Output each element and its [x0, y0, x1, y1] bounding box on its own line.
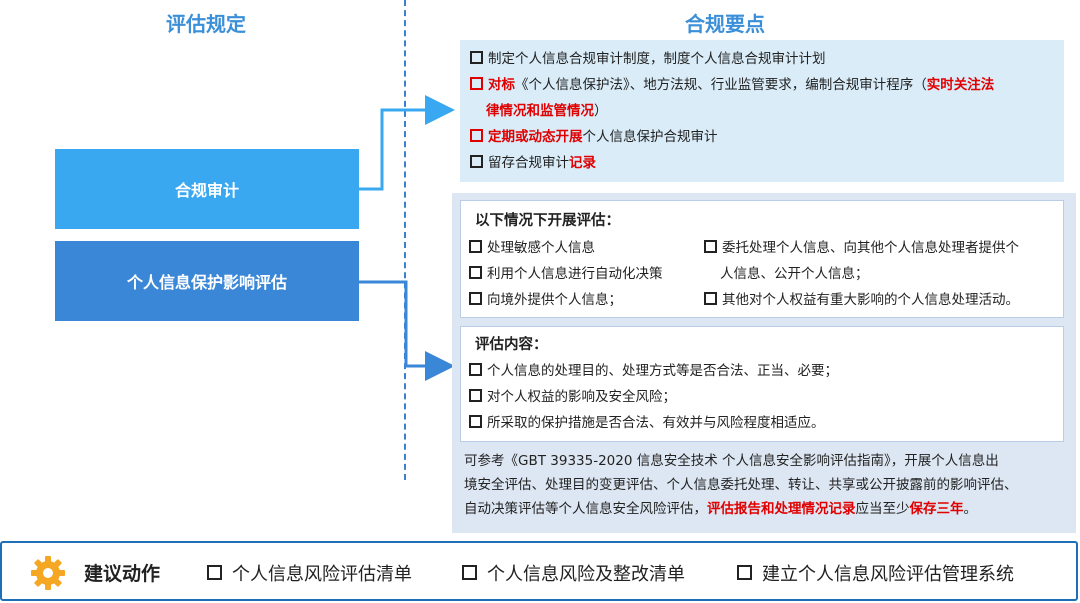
condition-item: 利用个人信息进行自动化决策 [469, 261, 663, 287]
conditions-title: 以下情况下开展评估： [475, 213, 620, 229]
content-item: 所采取的保护措施是否合法、有效并与风险程度相适应。 [469, 410, 838, 436]
left-header: 评估规定 [166, 12, 246, 36]
checkbox-icon [470, 77, 483, 90]
action-item: 个人信息风险评估清单 [207, 560, 412, 586]
reference-note: 可参考《GBT 39335-2020 信息安全技术 个人信息安全影响评估指南》，… [464, 453, 1018, 517]
checkbox-icon [469, 292, 482, 305]
content-title: 评估内容： [475, 337, 548, 353]
checkbox-icon [704, 292, 717, 305]
condition-item: 处理敏感个人信息 [469, 235, 663, 261]
recommended-actions-title: 建议动作 [84, 563, 161, 585]
audit-point: 对标《个人信息保护法》、地方法规、行业监管要求，编制合规审计程序（实时关注法 [470, 72, 994, 98]
audit-point: 制定个人信息合规审计制度，制度个人信息合规审计计划 [470, 46, 994, 72]
pia-label: 个人信息保护影响评估 [126, 273, 287, 292]
audit-point: 定期或动态开展个人信息保护合规审计 [470, 124, 994, 150]
conditions-box: 以下情况下开展评估： 处理敏感个人信息 利用个人信息进行自动化决策 向境外提供个… [460, 200, 1064, 318]
checkbox-icon [470, 51, 483, 64]
checkbox-icon [704, 240, 717, 253]
checkbox-icon [469, 363, 482, 376]
pia-box: 个人信息保护影响评估 [55, 241, 359, 321]
right-header: 合规要点 [685, 12, 765, 36]
checkbox-icon [469, 389, 482, 402]
checkbox-icon [469, 266, 482, 279]
condition-item-continued: 人信息、公开个人信息； [720, 266, 869, 282]
condition-item: 其他对个人权益有重大影响的个人信息处理活动。 [704, 287, 1019, 313]
audit-points-panel: 制定个人信息合规审计制度，制度个人信息合规审计计划 对标《个人信息保护法》、地方… [460, 40, 1064, 182]
audit-point-continued: 律情况和监管情况） [486, 103, 608, 119]
checkbox-icon [207, 565, 222, 580]
divider-line [404, 0, 406, 480]
checkbox-icon [470, 155, 483, 168]
audit-connector [359, 95, 455, 191]
checkbox-icon [469, 415, 482, 428]
action-item: 个人信息风险及整改清单 [462, 560, 685, 586]
condition-item: 向境外提供个人信息； [469, 287, 663, 313]
recommended-actions-bar: 建议动作 个人信息风险评估清单 个人信息风险及整改清单 建立个人信息风险评估管理… [0, 541, 1078, 601]
condition-item: 委托处理个人信息、向其他个人信息处理者提供个 [704, 235, 1019, 261]
content-item: 对个人权益的影响及安全风险； [469, 384, 838, 410]
gear-icon [31, 556, 65, 590]
content-item: 个人信息的处理目的、处理方式等是否合法、正当、必要； [469, 358, 838, 384]
action-item: 建立个人信息风险评估管理系统 [737, 560, 1014, 586]
audit-label: 合规审计 [174, 181, 239, 200]
audit-point: 留存合规审计记录 [470, 150, 994, 176]
pia-connector [359, 280, 455, 381]
checkbox-icon [470, 129, 483, 142]
checkbox-icon [737, 565, 752, 580]
audit-box: 合规审计 [55, 149, 359, 229]
checkbox-icon [469, 240, 482, 253]
content-box: 评估内容： 个人信息的处理目的、处理方式等是否合法、正当、必要； 对个人权益的影… [460, 326, 1064, 442]
checkbox-icon [462, 565, 477, 580]
